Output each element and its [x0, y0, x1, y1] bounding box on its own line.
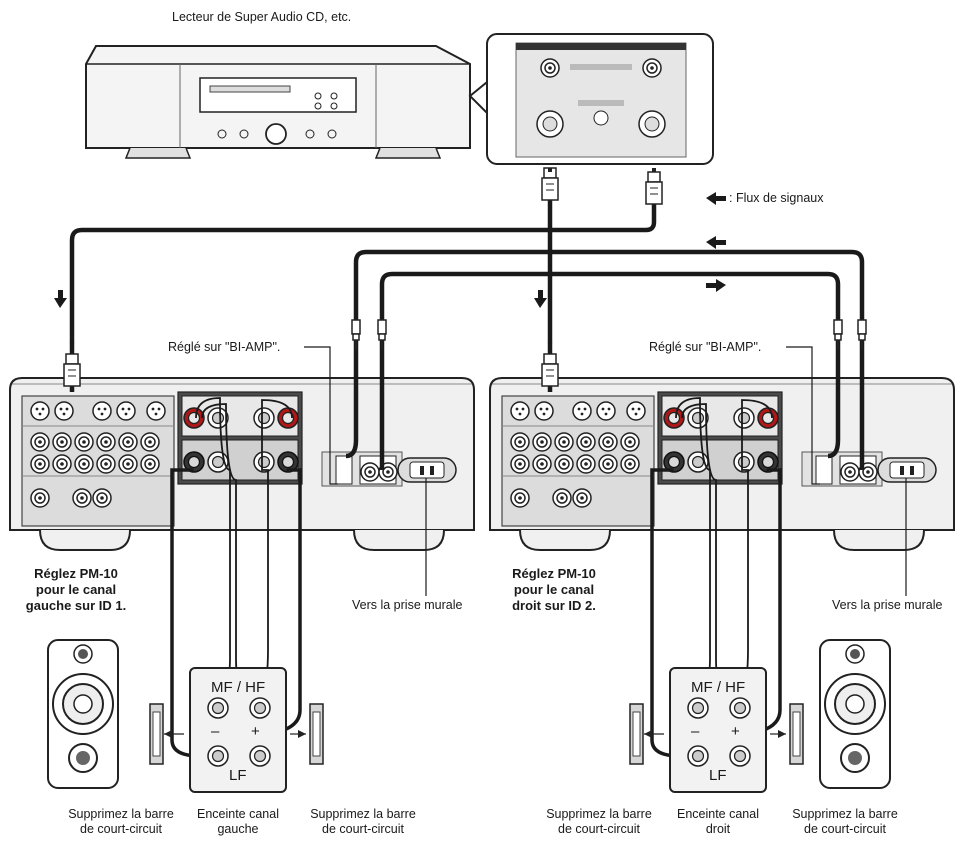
signal-flow-arrows [54, 192, 726, 308]
jack-plug [377, 319, 387, 351]
speaker-terminal-right [644, 667, 786, 793]
jack-plug [857, 319, 867, 351]
lf-label-left: LF [229, 767, 247, 784]
lf-label-right: LF [709, 767, 727, 784]
amp-left-instruction: Réglez PM-10 pour le canal gauche sur ID… [25, 566, 127, 613]
xlr-plug-right [645, 171, 663, 205]
amplifier-left [10, 378, 474, 550]
arrow-left-icon [706, 236, 726, 249]
player-rear-panel-callout [468, 33, 714, 165]
jack-plug [833, 319, 843, 351]
remove-bar-label: Supprimez la barre de court-circuit [546, 807, 652, 836]
speaker-left [47, 639, 119, 789]
player-label: Lecteur de Super Audio CD, etc. [172, 10, 352, 24]
jack-plug [351, 319, 361, 351]
speaker-terminal-left [164, 667, 306, 793]
speaker-right [819, 639, 891, 789]
mfhf-label-right: MF / HF [691, 679, 746, 696]
legend-arrow-icon [706, 192, 726, 205]
amp-right-instruction: Réglez PM-10 pour le canal droit sur ID … [512, 566, 596, 613]
xlr-plug-amp-left [63, 353, 81, 387]
minus-label-right: – [691, 723, 700, 740]
remove-bar-label: Supprimez la barre de court-circuit [792, 807, 898, 836]
speaker-left-label: Enceinte canal gauche [196, 807, 279, 836]
signal-flow-legend: : Flux de signaux [729, 191, 824, 205]
xlr-plug-left [541, 167, 559, 201]
short-bar [309, 703, 324, 765]
sacd-player [85, 45, 471, 159]
short-bar [149, 703, 164, 765]
speaker-right-label: Enceinte canal droit [676, 807, 759, 836]
minus-label-left: – [211, 723, 220, 740]
cables [69, 197, 865, 345]
wall-outlet-label-right: Vers la prise murale [832, 598, 943, 612]
short-bar [629, 703, 644, 765]
remove-bar-label: Supprimez la barre de court-circuit [310, 807, 416, 836]
plus-label-left: + [251, 723, 260, 740]
mfhf-label-left: MF / HF [211, 679, 266, 696]
wall-outlet-label-left: Vers la prise murale [352, 598, 463, 612]
plus-label-right: + [731, 723, 740, 740]
remove-bar-label: Supprimez la barre de court-circuit [68, 807, 174, 836]
short-bar [789, 703, 804, 765]
biamp-label-left: Réglé sur "BI-AMP". [168, 340, 281, 354]
biamp-leader-lines [304, 346, 907, 596]
biamp-label-right: Réglé sur "BI-AMP". [649, 340, 762, 354]
amplifier-right [490, 378, 954, 550]
xlr-plug-amp-right [541, 353, 559, 387]
arrow-right-icon [706, 279, 726, 292]
arrow-down-icon [54, 290, 67, 308]
arrow-down-icon [534, 290, 547, 308]
